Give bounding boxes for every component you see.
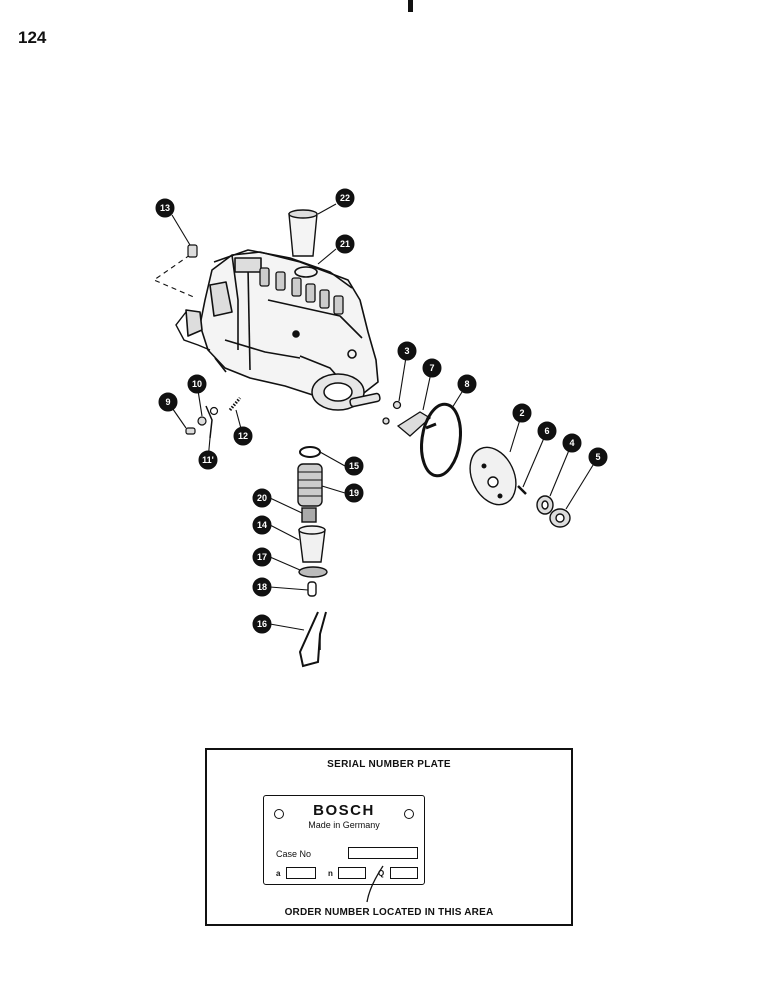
parts-2-4-5-6: [469, 446, 571, 528]
page-number: 124: [18, 28, 47, 47]
mounting-hole-left: [274, 809, 284, 819]
callout-19: 19: [344, 483, 364, 503]
callout-3-label: 3: [404, 346, 409, 356]
callout-22: 22: [335, 188, 355, 208]
callout-17-label: 17: [257, 552, 267, 562]
callout-2: 2: [512, 403, 532, 423]
callout-13-label: 13: [160, 203, 170, 213]
callout-10-label: 10: [192, 379, 202, 389]
callout-14-label: 14: [257, 520, 267, 530]
case-no-label: Case No: [276, 849, 312, 859]
field-a-box: [286, 867, 316, 879]
callout-20-label: 20: [257, 493, 267, 503]
parts-3-7-8: [382, 400, 462, 478]
bosch-nameplate: BOSCH Made in Germany Case No a n Q: [263, 795, 425, 885]
delivery-valve-holders: [259, 267, 344, 315]
callout-14: 14: [252, 515, 272, 535]
callout-4-label: 4: [569, 438, 574, 448]
callout-11-label: 11': [202, 455, 214, 465]
header-mark: [408, 0, 413, 12]
callout-21: 21: [335, 234, 355, 254]
callout-15-label: 15: [349, 461, 359, 471]
order-number-pointer: [366, 865, 384, 903]
callout-9-label: 9: [165, 397, 170, 407]
callout-18: 18: [252, 577, 272, 597]
control-lever: [175, 311, 211, 351]
callout-16-label: 16: [257, 619, 267, 629]
serial-plate-title: SERIAL NUMBER PLATE: [327, 759, 451, 770]
order-number-note: ORDER NUMBER LOCATED IN THIS AREA: [284, 907, 494, 918]
callout-9: 9: [158, 392, 178, 412]
callout-3: 3: [397, 341, 417, 361]
callout-20: 20: [252, 488, 272, 508]
callout-6-label: 6: [544, 426, 549, 436]
callout-21-label: 21: [340, 239, 350, 249]
part-13-screw: [187, 244, 198, 258]
callout-10: 10: [187, 374, 207, 394]
callout-15: 15: [344, 456, 364, 476]
callout-18-label: 18: [257, 582, 267, 592]
exploded-parts-diagram: 2 3 4 5 6 7 8 9 10 11' 12 13 14 15 16 17…: [152, 188, 608, 668]
part-22-cap: [288, 209, 318, 257]
brand-name: BOSCH: [313, 802, 375, 819]
callout-8-label: 8: [464, 379, 469, 389]
made-in-text: Made in Germany: [308, 820, 380, 830]
serial-number-plate-panel: SERIAL NUMBER PLATE BOSCH Made in German…: [205, 748, 573, 926]
mounting-hole-right: [404, 809, 414, 819]
callout-7-label: 7: [429, 363, 434, 373]
field-q-box: [390, 867, 418, 879]
field-n-box: [338, 867, 366, 879]
callout-13: 13: [155, 198, 175, 218]
part-21-washer: [294, 266, 318, 278]
small-parts-9-12: [185, 397, 242, 439]
callout-4: 4: [562, 433, 582, 453]
callout-17: 17: [252, 547, 272, 567]
callout-5: 5: [588, 447, 608, 467]
case-no-field: [348, 847, 418, 859]
callout-5-label: 5: [595, 452, 600, 462]
callout-19-label: 19: [349, 488, 359, 498]
callout-16: 16: [252, 614, 272, 634]
filter-assembly: [297, 446, 328, 668]
callout-7: 7: [422, 358, 442, 378]
callout-8: 8: [457, 374, 477, 394]
callout-6: 6: [537, 421, 557, 441]
dashed-leader: [152, 254, 197, 299]
drive-flange: [311, 373, 381, 411]
field-n-label: n: [328, 869, 333, 878]
callout-22-label: 22: [340, 193, 350, 203]
callout-2-label: 2: [519, 408, 524, 418]
injection-pump-body: [185, 249, 379, 399]
callout-12: 12: [233, 426, 253, 446]
callout-12-label: 12: [238, 431, 248, 441]
callout-11: 11': [198, 450, 218, 470]
field-a-label: a: [276, 869, 281, 878]
field-q-label: Q: [378, 869, 385, 878]
